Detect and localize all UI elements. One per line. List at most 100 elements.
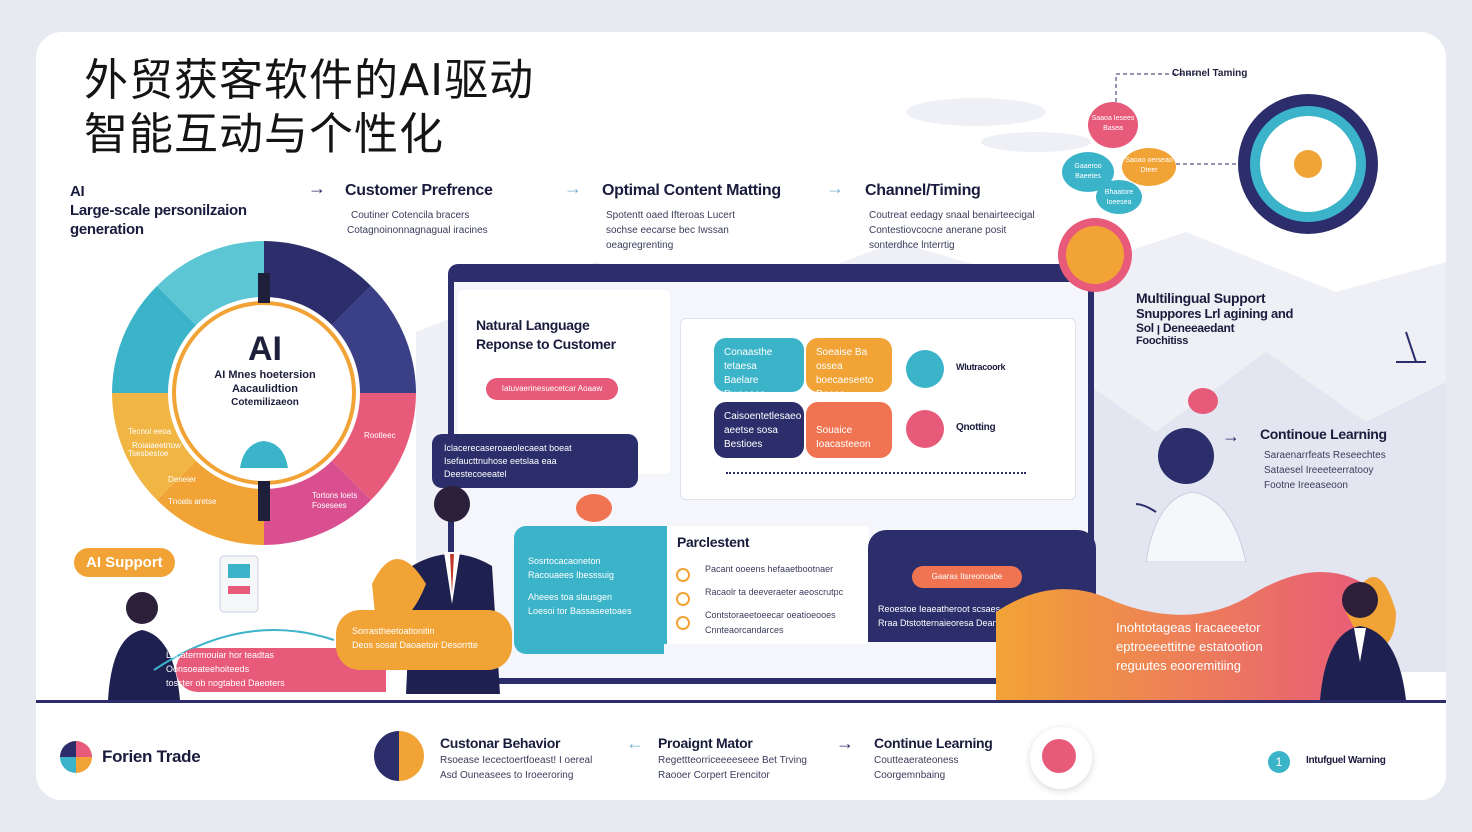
monitor-top-bar xyxy=(448,264,1094,282)
section-line: Foochitiss xyxy=(1136,335,1189,347)
bubble-orange: Saoao oerseao Dteer xyxy=(1122,148,1176,186)
wheel-seg-label: Tsesbestoe xyxy=(128,449,169,458)
channel-timing-ring xyxy=(1115,73,1378,234)
page-title: 外贸获客软件的AI驱动 智能互动与个性化 xyxy=(84,54,534,162)
bottom-item-line: Rsoease Iecectoertfoeast! I oereal xyxy=(440,755,593,766)
person-far-right-illustration xyxy=(1320,582,1406,700)
personalized-item: Pacant ooeens hefaaetbootnaer xyxy=(705,564,834,574)
arrow-right-icon: → xyxy=(564,178,582,198)
text-line: Rraa Dtstotternaieoresa Deane xyxy=(878,618,1003,628)
left-person-text: Locaterrmouiar hor teadtas Oonsoeateehoi… xyxy=(166,648,285,690)
bottom-item-line: Coorgemnbaing xyxy=(874,770,946,781)
wheel-seg-label: Rootleec xyxy=(364,431,396,440)
text-line: Reoestoe Ieaeatheroot scsaes xyxy=(878,604,1001,614)
bottom-item-continue: Continue Learning Coutteaerateoness Coor… xyxy=(874,735,993,783)
bottom-bar: Forien Trade Custonar Behavior Rsoease I… xyxy=(36,700,1446,800)
section-title: Multilingual Support xyxy=(1136,290,1266,306)
item-desc: Coutreat eedagy snaal benairteecigal xyxy=(869,210,1035,221)
bottom-item-line: Coutteaerateoness xyxy=(874,755,959,766)
wheel-center-line: Cotemilizaeon xyxy=(231,397,299,408)
wheel-seg-label: Deneier xyxy=(168,475,197,484)
bottom-item-line: Regettteorriceeeeseee Bet Trving xyxy=(658,755,807,766)
message-icon xyxy=(906,410,944,448)
dark-speech-panel: Iclacerecaseroaeolecaeat boeat Isefauctt… xyxy=(432,434,638,488)
divider xyxy=(726,472,1026,474)
channel-timing-label: Chnrnel Taming xyxy=(1172,68,1248,79)
item-desc: oeagregrenting xyxy=(606,240,674,251)
text-line: reguutes eooremitiing xyxy=(1116,658,1242,673)
wheel-seg-label: Tortons loets xyxy=(312,491,358,500)
bottom-item-line: Asd Ouneasees to Iroeeroring xyxy=(440,770,574,781)
personalized-title: Parclestent xyxy=(677,534,750,550)
wheel-ai-text: AI xyxy=(248,330,282,368)
tile-teal: Conaasthe tetaesa Baelare Dwseaes xyxy=(714,338,804,400)
continuous-learning-right: Continoue Learning Saraenarrfeats Reseec… xyxy=(1260,426,1387,493)
small-bubble xyxy=(576,494,612,522)
ai-support-pill: AI Support xyxy=(74,548,175,577)
section-line: Sol ꞁ Deneeaedant xyxy=(1136,321,1235,335)
tile-coral: Souaice Ioacasteeon xyxy=(806,402,892,458)
section-line: Snuppores Lrl agining and xyxy=(1136,306,1294,321)
nl-reply-button[interactable]: Iatuvaerinesuecetcar Aoaaw xyxy=(486,378,618,400)
globe-logo-icon xyxy=(60,741,92,773)
person-right-illustration xyxy=(1136,428,1247,562)
warning-text: Intufguel Warning xyxy=(1306,755,1386,766)
bullet-icon xyxy=(676,592,690,606)
text-line: Deestecoeeatel xyxy=(444,469,507,479)
text-line: Loesoi tor Bassaseetoaes xyxy=(528,606,632,616)
wheel-center-line: Aacaulidtion xyxy=(231,383,298,395)
personalized-item: Racaolr ta deeveraeter aeoscrutpc xyxy=(705,587,844,597)
arrow-right-icon: → xyxy=(308,178,326,198)
wheel-seg-label: Fosesees xyxy=(312,501,347,510)
multilingual-section: Multilingual Support Snuppores Lrl agini… xyxy=(1136,290,1293,347)
item-desc: Contestiovcocne anerane posit xyxy=(869,225,1007,236)
tile-navy: Caisoentetlesaeo aeetse sosa Bestioes xyxy=(714,402,804,458)
learning-icon xyxy=(1042,739,1076,773)
teal-panel: Sosrtocacaoneton Racouaees Ibesssuig Ahe… xyxy=(514,526,664,654)
logo-text: Forien Trade xyxy=(102,747,201,766)
bullet-icon xyxy=(676,568,690,582)
bubble-teal-small: Bhaatore Ioeesea xyxy=(1096,180,1142,214)
chat-icon xyxy=(906,350,944,388)
section-title: Continoue Learning xyxy=(1260,426,1387,442)
person-left-illustration xyxy=(108,555,335,700)
wheel-seg-label: Tecnol eeoa xyxy=(128,427,172,436)
text-line: Isefaucttnuhose eetslaa eaa xyxy=(444,456,557,466)
title-line-1: 外贸获客软件的AI驱动 xyxy=(84,55,535,106)
text-line: eptroeeettitne estatootion xyxy=(1116,639,1263,654)
wheel-center: AI AI Mnes hoetersion Aacaulidtion Cotem… xyxy=(207,330,323,410)
section-line: Saraenarrfeats Reseechtes xyxy=(1264,450,1386,461)
text-line: Oonsoeateehoiteeds xyxy=(166,664,250,674)
item-desc: sochse eecarse bec Iwssan xyxy=(606,225,729,236)
text-line: Sosrtocacaoneton xyxy=(528,556,601,566)
title-line-2: 智能互动与个性化 xyxy=(84,109,444,160)
item-desc: Spotentt oaed Ifteroas Lucert xyxy=(606,210,735,221)
personalized-item: Contstoraeetoeecar oeatioeooes Cnnteaorc… xyxy=(705,610,836,635)
bottom-item-product: Proaignt Mator Regettteorriceeeeseee Bet… xyxy=(658,735,807,783)
label-line: generation xyxy=(70,221,144,238)
right-item-label: Qnotting xyxy=(956,422,996,433)
item-desc: Cotagnoinonnagnagual iracines xyxy=(347,225,488,236)
text-line: Racouaees Ibesssuig xyxy=(528,570,615,580)
right-wave-text: Inohtotageas Iracaeeetor eptroeeettitne … xyxy=(1116,618,1263,675)
label-line: Large-scale personilzaion xyxy=(70,202,247,219)
lightbulb-icon xyxy=(1066,226,1124,284)
warning-number: 1 xyxy=(1268,751,1290,773)
nl-title-line: Natural Language xyxy=(476,317,590,333)
bottom-item-line: Raooer Corpert Erencitor xyxy=(658,770,770,781)
item-desc: Coutiner Cotencila bracers xyxy=(351,210,470,221)
orange-speech-bubble: Sorrastheetoationitin Deos sosat Daoaeto… xyxy=(336,610,512,670)
bottom-item-title: Proaignt Mator xyxy=(658,735,753,751)
behavior-icon xyxy=(374,731,424,781)
bottom-item-behavior: Custonar Behavior Rsoease Iecectoertfoea… xyxy=(440,735,592,783)
right-pill-button[interactable]: Gaaras Itsreonoabe xyxy=(912,566,1022,588)
text-line: Locaterrmouiar hor teadtas xyxy=(166,650,275,660)
bullet-icon xyxy=(676,616,690,630)
bubble-pink: Saaoa Iesees Basea xyxy=(1088,102,1138,148)
tile-orange: Soeaise Ba ossea boecaeseeto Desee xyxy=(806,338,892,400)
section-line: Footne Ireeaseoon xyxy=(1264,480,1348,491)
bottom-item-title: Continue Learning xyxy=(874,735,993,751)
item-title: Optimal Content Matting xyxy=(602,182,781,199)
item-desc: sonterdhce lnterrtig xyxy=(869,240,955,251)
right-item-label: Wlutracoork xyxy=(956,362,1006,372)
